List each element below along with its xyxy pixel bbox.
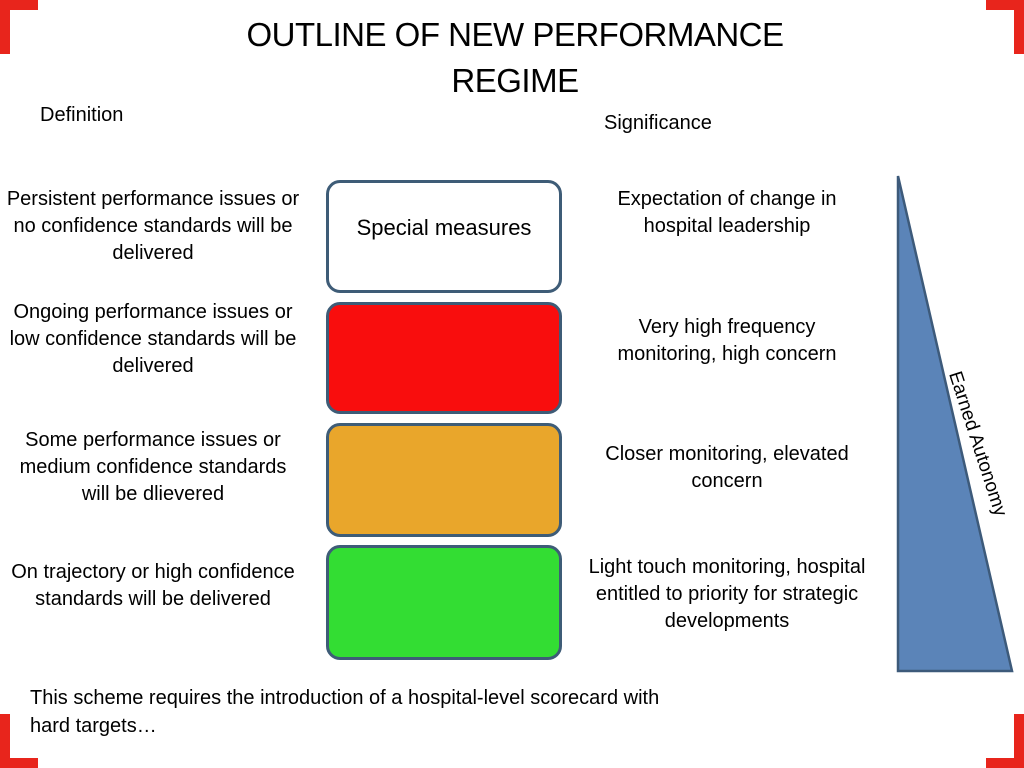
- crop-corner-top-right: [986, 0, 1024, 54]
- crop-corner-bottom-left: [0, 714, 38, 768]
- triangle-shape-icon: [896, 175, 1014, 673]
- title-line-2: REGIME: [451, 62, 579, 99]
- earned-autonomy-triangle: [892, 171, 1018, 677]
- column-header-significance: Significance: [604, 112, 712, 134]
- footer-note: This scheme requires the introduction of…: [30, 687, 660, 737]
- column-header-definition: Definition: [40, 104, 124, 126]
- slide-title: OUTLINE OF NEW PERFORMANCE REGIME: [110, 12, 920, 104]
- status-box-amber: [326, 423, 562, 537]
- title-line-1: OUTLINE OF NEW PERFORMANCE: [246, 16, 784, 53]
- status-box-special-measures: Special measures: [326, 180, 562, 293]
- definition-row-4: On trajectory or high confidence standar…: [11, 561, 295, 610]
- definition-row-2: Ongoing performance issues or low confid…: [9, 301, 297, 377]
- significance-row-4: Light touch monitoring, hospital entitle…: [588, 556, 866, 632]
- significance-row-1: Expectation of change in hospital leader…: [617, 188, 837, 237]
- status-box-label: Special measures: [356, 215, 532, 240]
- status-box-red: [326, 302, 562, 414]
- status-box-green: [326, 545, 562, 660]
- definition-row-3: Some performance issues or medium confid…: [19, 429, 287, 505]
- significance-row-3: Closer monitoring, elevated concern: [605, 443, 849, 492]
- definition-row-1: Persistent performance issues or no conf…: [6, 188, 300, 264]
- crop-corner-bottom-right: [986, 714, 1024, 768]
- crop-corner-top-left: [0, 0, 38, 54]
- significance-row-2: Very high frequency monitoring, high con…: [617, 316, 837, 365]
